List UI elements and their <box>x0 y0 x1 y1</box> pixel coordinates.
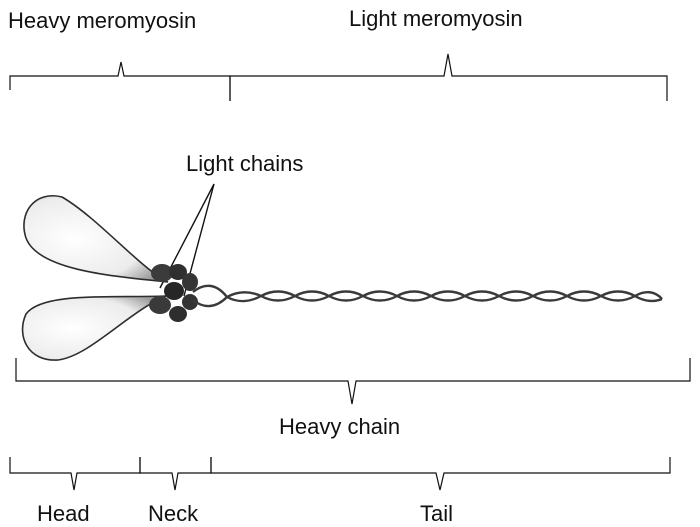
upper-head-icon <box>24 196 168 282</box>
tail-label: Tail <box>420 501 453 526</box>
light-meromyosin-brace <box>230 54 667 101</box>
neck-label: Neck <box>148 501 199 526</box>
tail-brace <box>211 457 670 490</box>
light-chains-label: Light chains <box>186 151 303 176</box>
neck-brace <box>140 457 211 490</box>
light-meromyosin-label: Light meromyosin <box>349 6 523 31</box>
heavy-meromyosin-brace <box>10 62 230 101</box>
heavy-meromyosin-label: Heavy meromyosin <box>8 8 196 33</box>
heavy-chain-label: Heavy chain <box>279 414 400 439</box>
lower-head-icon <box>23 296 166 360</box>
myosin-molecule <box>23 196 662 360</box>
head-label: Head <box>37 501 90 526</box>
head-brace <box>10 457 140 490</box>
heavy-chain-brace <box>16 358 690 404</box>
